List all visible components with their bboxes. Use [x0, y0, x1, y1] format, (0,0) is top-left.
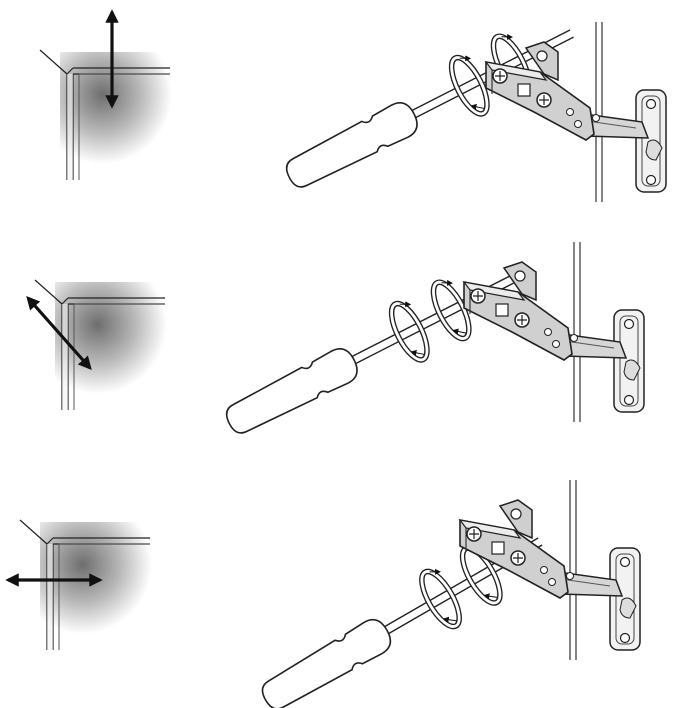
panel-horizontal-adjustment	[5, 479, 641, 708]
corner-detail	[39, 49, 173, 181]
corner-detail	[34, 279, 168, 411]
cabinet-hinge-icon	[463, 241, 645, 423]
cabinet-hinge-icon	[459, 479, 641, 661]
screwdriver-icon	[215, 252, 526, 451]
panel-depth-adjustment	[26, 241, 645, 451]
diagonal-arrow-icon	[26, 295, 92, 371]
corner-detail	[19, 519, 153, 651]
panel-vertical-adjustment	[39, 6, 667, 205]
